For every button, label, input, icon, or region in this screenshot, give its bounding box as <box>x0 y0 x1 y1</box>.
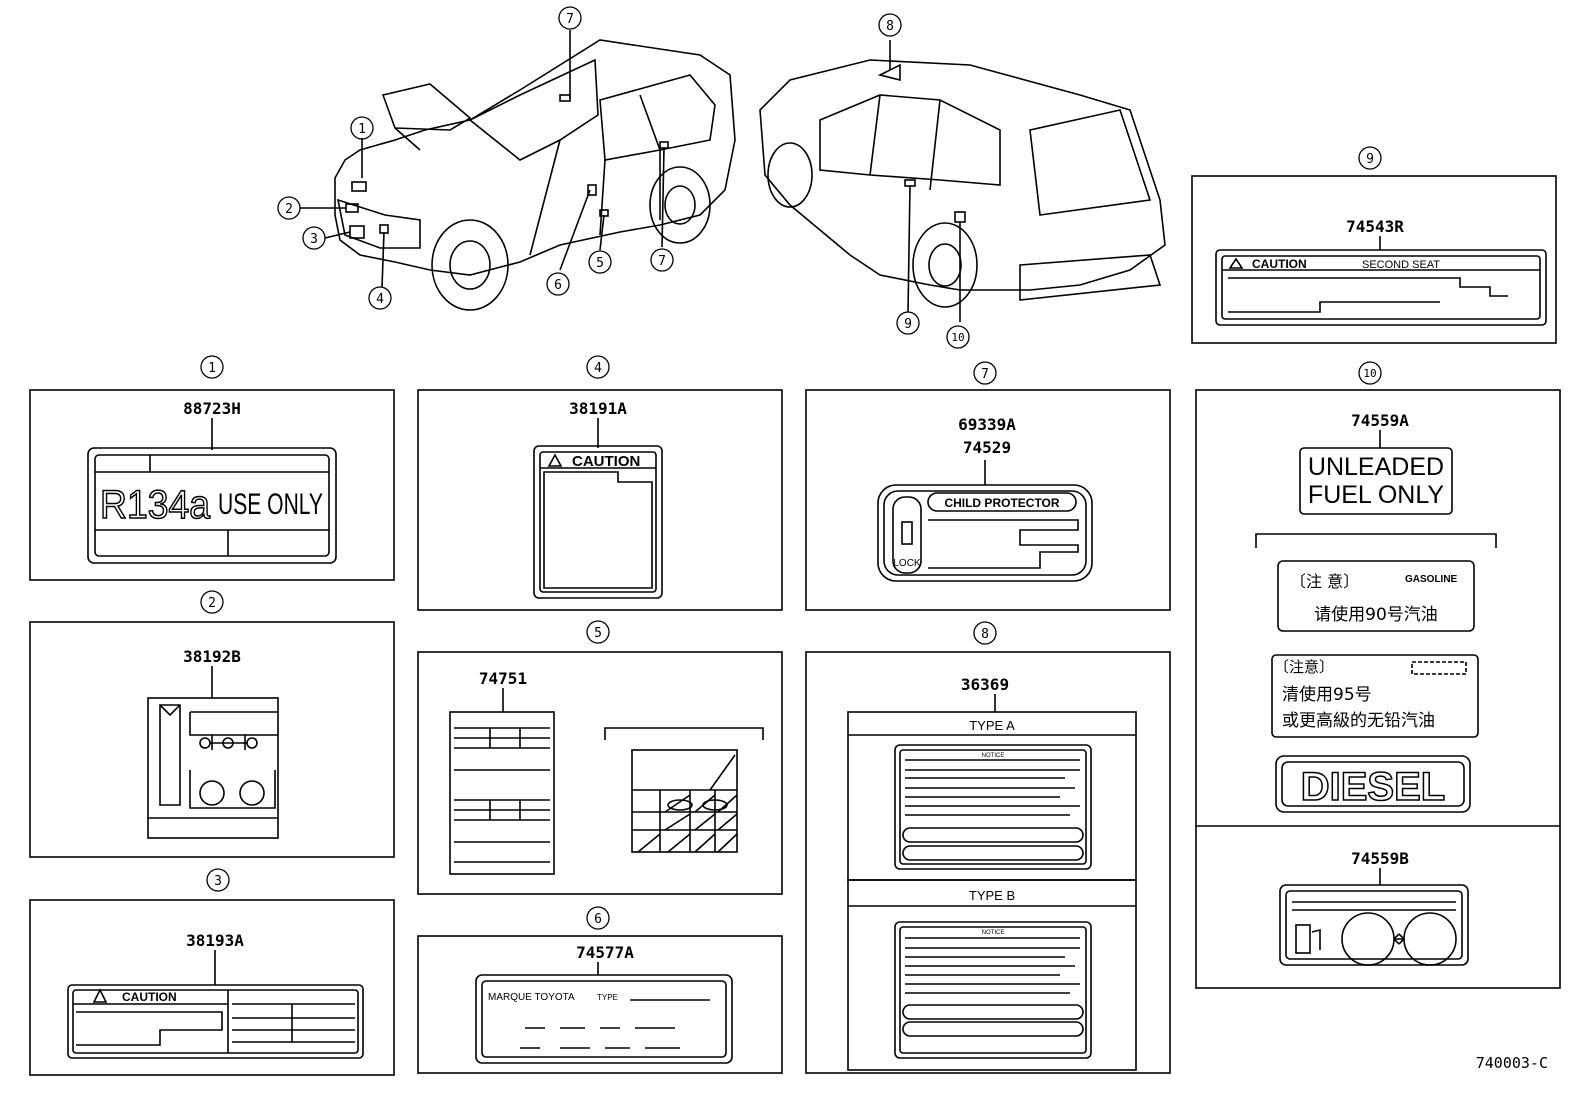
part-88723H: 88723H <box>183 399 241 418</box>
panel-9-number: 9 <box>1366 152 1374 167</box>
panel-7 <box>805 389 1171 611</box>
part-74751: 74751 <box>479 669 527 688</box>
second-seat-text: SECOND SEAT <box>1362 259 1440 271</box>
cn1-head: 〔注 意〕 <box>1290 572 1359 591</box>
rear-vehicle-illustration <box>759 40 1166 322</box>
lock-text: LOCK <box>893 558 921 569</box>
cn1-text: 请使用90号汽油 <box>1314 604 1438 625</box>
front-vehicle-illustration <box>300 30 736 311</box>
part-36369: 36369 <box>961 675 1009 694</box>
panel-7-number: 7 <box>981 367 989 382</box>
callout-2: 2 <box>285 202 293 217</box>
panel-4-number: 4 <box>594 361 602 376</box>
panel-3 <box>29 899 395 1076</box>
panel-1 <box>29 389 395 581</box>
panel-4 <box>417 389 783 611</box>
child-protector-text: CHILD PROTECTOR <box>944 496 1059 510</box>
panel-2-number: 2 <box>208 596 216 611</box>
type-text: TYPE <box>597 993 618 1002</box>
panel-6 <box>417 935 783 1074</box>
panel-10-number: 10 <box>1363 367 1376 380</box>
callout-6: 6 <box>554 278 562 293</box>
panel-3-number: 3 <box>214 874 222 889</box>
panel-2 <box>29 621 395 858</box>
part-38191A: 38191A <box>569 399 627 418</box>
cn2-head: 〔注意〕 <box>1274 658 1334 676</box>
notice-b-text: NOTICE <box>982 930 1005 936</box>
panel-1-number: 1 <box>208 361 216 376</box>
gasoline-text: GASOLINE <box>1405 574 1458 585</box>
panel-8 <box>805 651 1171 1074</box>
panel-8-number: 8 <box>981 627 989 642</box>
type-b-label: TYPE B <box>969 888 1015 903</box>
cn2-line1: 清使用95号 <box>1282 684 1372 705</box>
part-74543R: 74543R <box>1346 217 1404 236</box>
use-only-text: USE ONLY <box>218 488 323 521</box>
part-38193A: 38193A <box>186 931 244 950</box>
part-38192B: 38192B <box>183 647 241 666</box>
callout-3: 3 <box>310 232 318 247</box>
cn2-line2: 或更高級的无铅汽油 <box>1282 711 1435 731</box>
panel-5 <box>417 651 783 895</box>
callout-7b: 7 <box>658 254 666 269</box>
callout-circles <box>200 6 1382 930</box>
notice-a-text: NOTICE <box>982 753 1005 759</box>
caution-text-p9: CAUTION <box>1252 257 1307 271</box>
r134a-text: R134a <box>100 483 211 527</box>
caution-text-p4: CAUTION <box>572 453 640 470</box>
panel-5-number: 5 <box>594 626 602 641</box>
callout-1: 1 <box>358 122 366 137</box>
part-74529: 74529 <box>963 438 1011 457</box>
fuel-only-text: FUEL ONLY <box>1308 481 1444 509</box>
part-69339A: 69339A <box>958 415 1016 434</box>
callout-4: 4 <box>376 292 384 307</box>
panel-9 <box>1191 175 1557 344</box>
callout-10: 10 <box>951 331 964 344</box>
callout-9: 9 <box>904 317 912 332</box>
callout-7a: 7 <box>566 12 574 27</box>
type-a-label: TYPE A <box>969 718 1015 733</box>
caution-text-p3: CAUTION <box>122 990 177 1004</box>
diagram-code: 740003-C <box>1476 1054 1548 1072</box>
panel-10 <box>1195 389 1561 989</box>
marque-toyota-text: MARQUE TOYOTA <box>488 992 575 1003</box>
part-74577A: 74577A <box>576 943 634 962</box>
panel-6-number: 6 <box>594 912 602 927</box>
callout-5: 5 <box>596 256 604 271</box>
part-74559A: 74559A <box>1351 411 1409 430</box>
part-74559B: 74559B <box>1351 849 1409 868</box>
callout-8: 8 <box>886 19 894 34</box>
unleaded-text: UNLEADED <box>1308 453 1444 481</box>
diesel-text: DIESEL <box>1301 765 1445 809</box>
